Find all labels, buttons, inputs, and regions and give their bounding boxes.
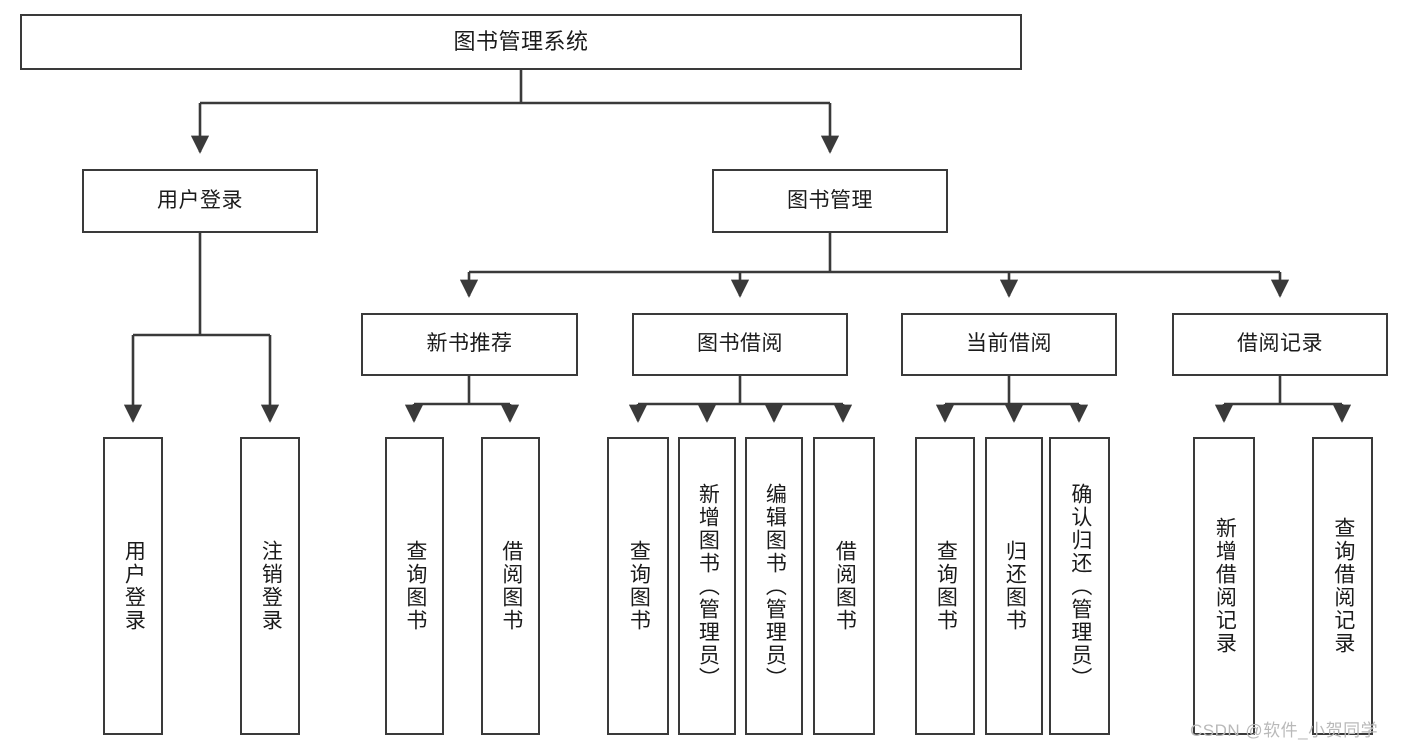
- node-label: 查询图书: [403, 540, 427, 632]
- node-root-system[interactable]: 图书管理系统: [20, 14, 1022, 70]
- node-book-borrow[interactable]: 图书借阅: [632, 313, 848, 376]
- node-leaf-return-book[interactable]: 归还图书: [985, 437, 1043, 735]
- csdn-watermark: CSDN @软件_小贺同学: [1190, 721, 1379, 740]
- node-label: 借阅图书: [499, 540, 523, 632]
- node-label: 注销登录: [259, 540, 283, 632]
- node-book-manage[interactable]: 图书管理: [712, 169, 948, 233]
- node-label: 查询图书: [934, 540, 958, 632]
- node-label: 新书推荐: [426, 332, 513, 356]
- node-leaf-add-record[interactable]: 新增借阅记录: [1193, 437, 1255, 735]
- node-label: 确认归还（管理员）: [1068, 482, 1092, 690]
- node-new-book-recommend[interactable]: 新书推荐: [361, 313, 578, 376]
- node-current-borrow[interactable]: 当前借阅: [901, 313, 1117, 376]
- node-label: 图书管理: [787, 188, 873, 212]
- node-label: 借阅图书: [833, 540, 857, 632]
- node-leaf-borrow-book-2[interactable]: 借阅图书: [813, 437, 875, 735]
- node-leaf-add-book[interactable]: 新增图书（管理员）: [678, 437, 736, 735]
- node-label: 图书借阅: [697, 332, 783, 356]
- node-label: 图书管理系统: [453, 29, 589, 55]
- node-leaf-query-record[interactable]: 查询借阅记录: [1312, 437, 1373, 735]
- node-label: 编辑图书（管理员）: [763, 482, 787, 690]
- node-label: 归还图书: [1003, 540, 1027, 632]
- node-leaf-edit-book[interactable]: 编辑图书（管理员）: [745, 437, 803, 735]
- node-label: 新增图书（管理员）: [696, 482, 720, 690]
- node-label: 查询图书: [627, 540, 651, 632]
- node-borrow-record[interactable]: 借阅记录: [1172, 313, 1388, 376]
- node-label: 借阅记录: [1237, 332, 1323, 356]
- node-label: 新增借阅记录: [1213, 517, 1237, 655]
- node-leaf-confirm-return[interactable]: 确认归还（管理员）: [1049, 437, 1110, 735]
- node-user-login[interactable]: 用户登录: [82, 169, 318, 233]
- node-leaf-user-login[interactable]: 用户登录: [103, 437, 163, 735]
- node-leaf-logout[interactable]: 注销登录: [240, 437, 300, 735]
- node-leaf-query-book-2[interactable]: 查询图书: [607, 437, 669, 735]
- node-leaf-query-book-3[interactable]: 查询图书: [915, 437, 975, 735]
- node-label: 当前借阅: [966, 332, 1052, 356]
- node-leaf-query-book-1[interactable]: 查询图书: [385, 437, 444, 735]
- node-label: 用户登录: [122, 540, 146, 632]
- node-label: 查询借阅记录: [1331, 517, 1355, 655]
- node-leaf-borrow-book-1[interactable]: 借阅图书: [481, 437, 540, 735]
- node-label: 用户登录: [157, 188, 243, 212]
